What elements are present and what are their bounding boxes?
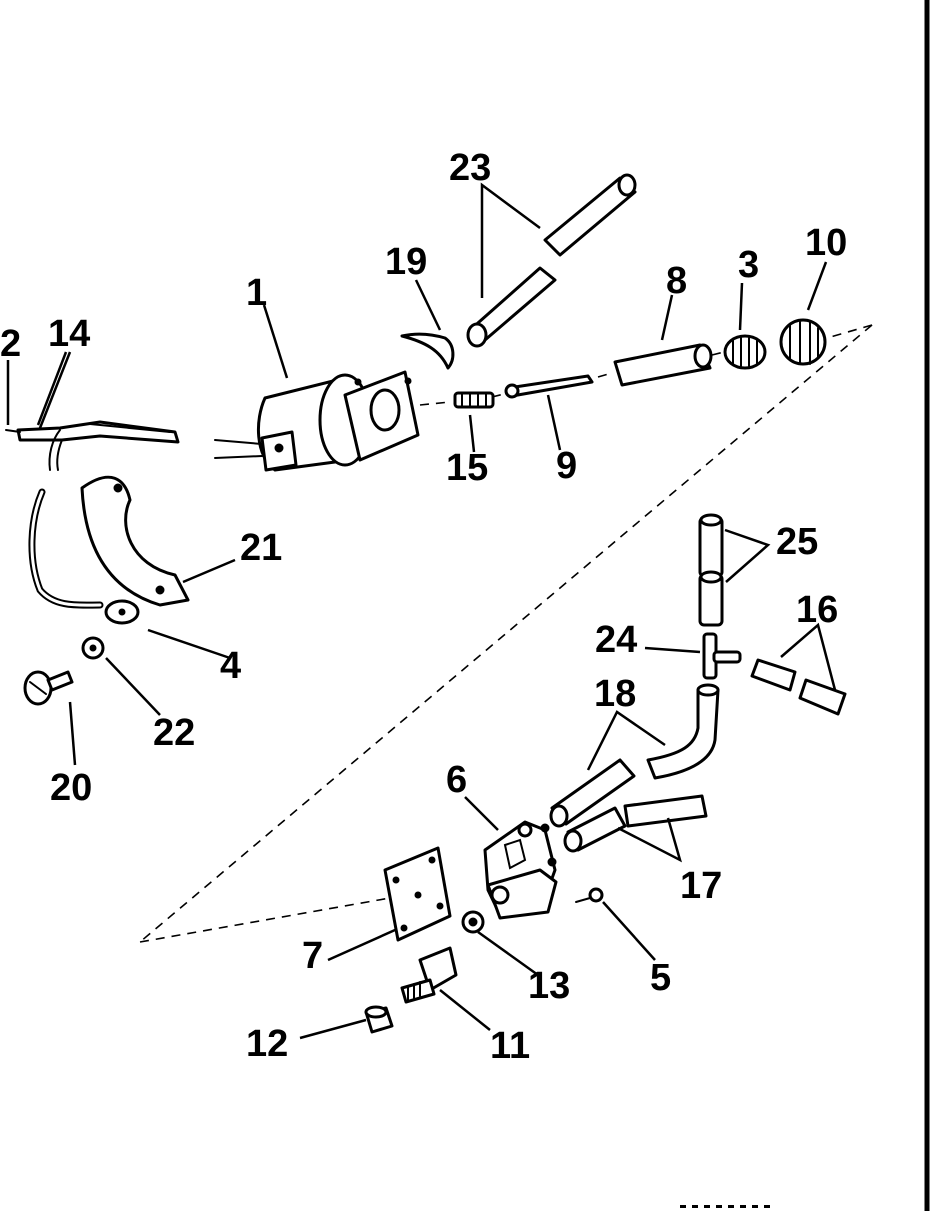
part-diaphragm bbox=[383, 846, 452, 942]
part-hoses-middle bbox=[549, 683, 720, 828]
part-washer bbox=[461, 910, 485, 934]
part-hoses-lower bbox=[563, 794, 708, 853]
callout-10: 10 bbox=[805, 222, 847, 264]
callout-14: 14 bbox=[48, 313, 90, 355]
callout-8: 8 bbox=[666, 260, 687, 302]
callout-25: 25 bbox=[776, 521, 818, 563]
part-cap-nut bbox=[779, 318, 827, 366]
callout-labels: 1 2 3 4 5 6 7 8 9 10 11 12 13 14 15 16 1… bbox=[0, 147, 847, 1067]
part-motor bbox=[214, 370, 420, 472]
part-ground-wire bbox=[28, 488, 140, 625]
part-lock-washer bbox=[81, 636, 105, 660]
callout-19: 19 bbox=[385, 241, 427, 283]
part-plunger bbox=[504, 374, 594, 399]
cropped-reference-code bbox=[680, 1205, 770, 1208]
part-small-screw bbox=[575, 887, 604, 903]
callout-23: 23 bbox=[449, 147, 491, 189]
part-cap bbox=[364, 1005, 394, 1034]
callout-21: 21 bbox=[240, 527, 282, 569]
callout-9: 9 bbox=[556, 445, 577, 487]
callout-18: 18 bbox=[594, 673, 636, 715]
part-spring bbox=[723, 334, 767, 370]
callout-15: 15 bbox=[446, 447, 488, 489]
part-pump-body bbox=[483, 820, 558, 920]
callout-22: 22 bbox=[153, 712, 195, 754]
part-elbow-fitting bbox=[400, 946, 458, 1004]
callout-6: 6 bbox=[446, 759, 467, 801]
part-hose-upper bbox=[466, 173, 637, 348]
part-clip bbox=[400, 332, 455, 370]
part-tee-fitting bbox=[702, 632, 742, 680]
callout-5: 5 bbox=[650, 957, 671, 999]
part-wire-leads bbox=[5, 420, 180, 471]
part-sleeve bbox=[613, 343, 713, 387]
callout-24: 24 bbox=[595, 619, 637, 661]
callout-1: 1 bbox=[246, 272, 267, 314]
callout-2: 2 bbox=[0, 323, 21, 365]
callout-20: 20 bbox=[50, 767, 92, 809]
part-small-spring bbox=[453, 391, 495, 409]
callout-13: 13 bbox=[528, 965, 570, 1007]
part-bracket bbox=[80, 475, 190, 607]
leader-lines bbox=[6, 182, 837, 1040]
callout-12: 12 bbox=[246, 1023, 288, 1065]
part-screw bbox=[23, 670, 74, 706]
callout-7: 7 bbox=[302, 935, 323, 977]
callout-16: 16 bbox=[796, 589, 838, 631]
part-hoses-right bbox=[750, 658, 847, 716]
callout-3: 3 bbox=[738, 244, 759, 286]
part-short-hoses bbox=[698, 513, 724, 627]
callout-11: 11 bbox=[490, 1025, 530, 1067]
callout-4: 4 bbox=[220, 645, 241, 687]
callout-17: 17 bbox=[680, 865, 722, 907]
